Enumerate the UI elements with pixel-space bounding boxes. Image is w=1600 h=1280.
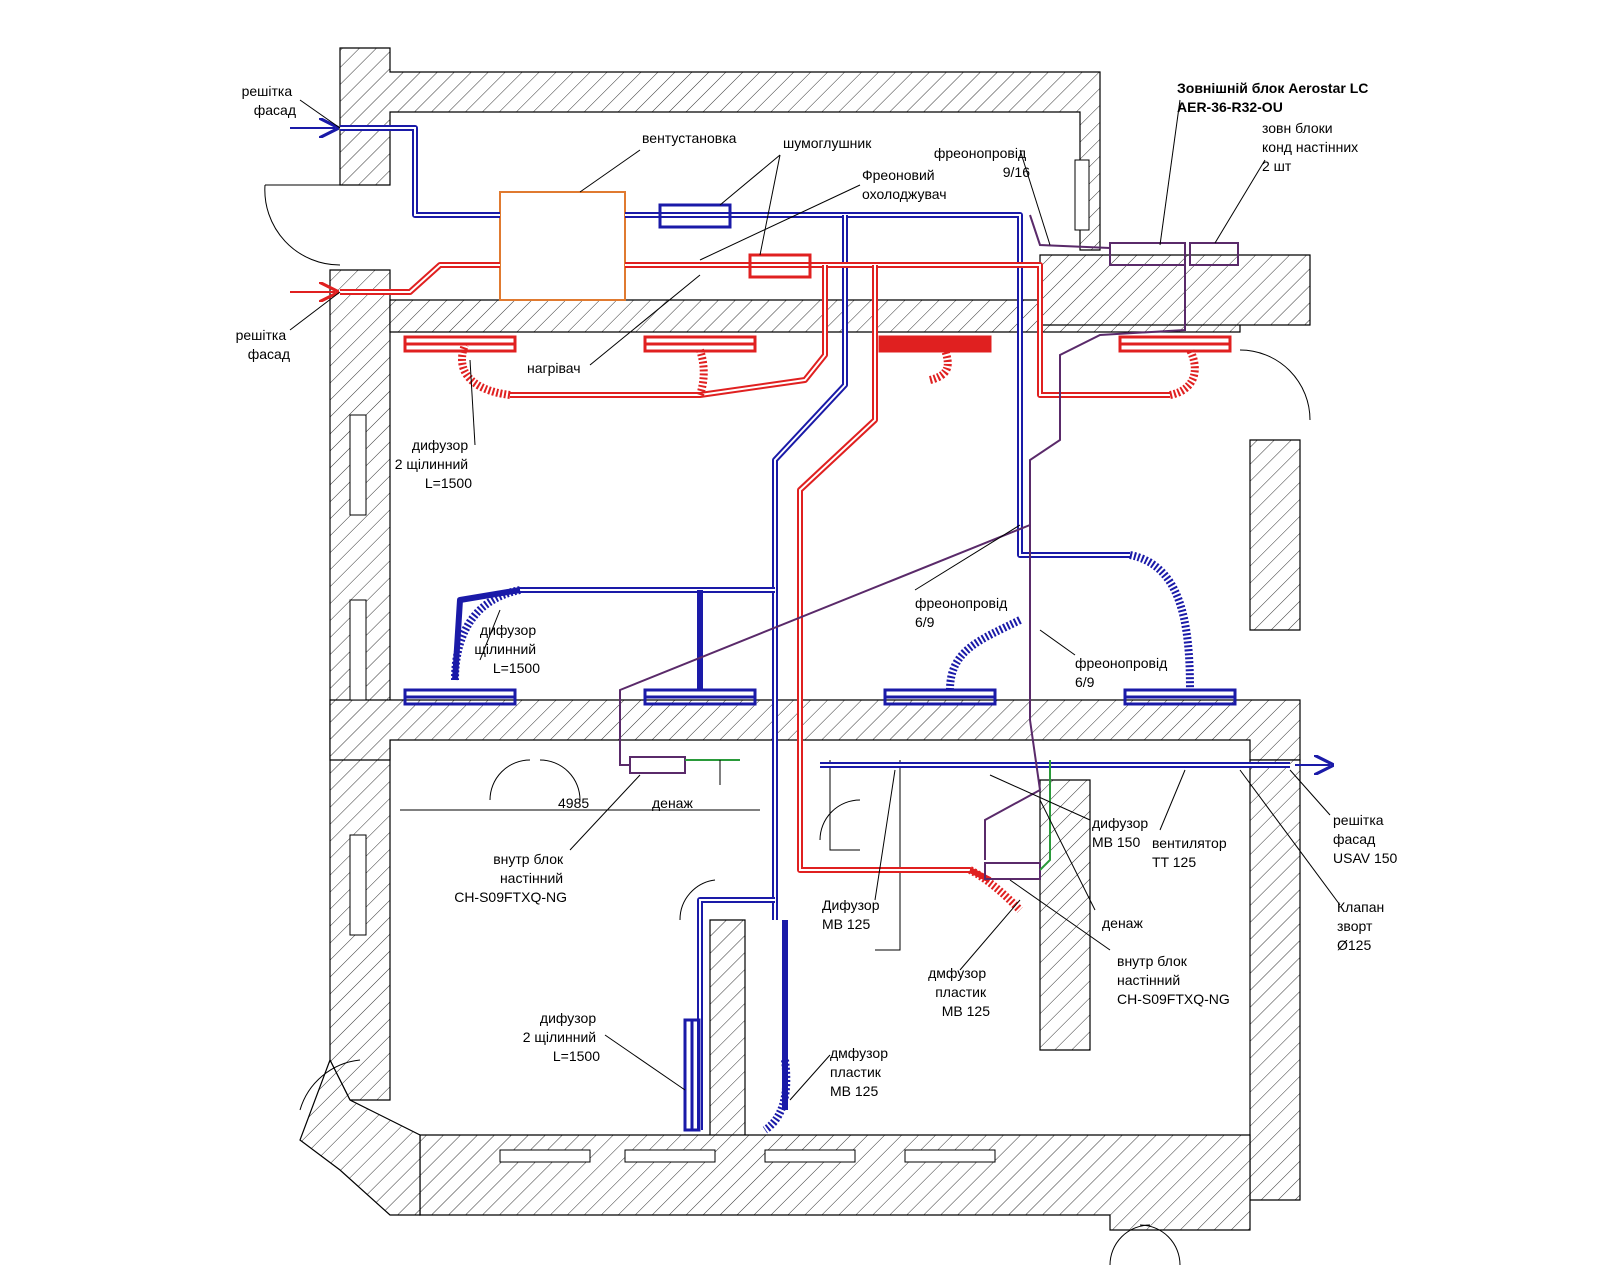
label-diffuser-bottom-left: дифузор 2 щілинний L=1500	[523, 1010, 601, 1064]
annotations: решітка фасад решітка фасад вентустановк…	[236, 80, 1398, 1099]
label-silencer: шумоглушник	[783, 135, 872, 151]
label-outdoor-units-wall: зовн блоки конд настінних 2 шт	[1262, 120, 1362, 174]
label-drain-2: денаж	[1102, 915, 1143, 931]
label-diffuser-mid-left: дифузор щілинний L=1500	[474, 622, 540, 676]
label-indoor-unit-2: внутр блок настінний CH-S09FTXQ-NG	[1117, 953, 1230, 1007]
label-vent-unit: вентустановка	[642, 130, 737, 146]
freon-lines	[619, 214, 1239, 880]
label-grille-left: решітка фасад	[236, 327, 290, 362]
label-freon-pipe-top: фреонопровід 9/16	[934, 145, 1030, 180]
windows	[349, 159, 1090, 1163]
label-check-valve: Клапан зворт Ø125	[1337, 899, 1388, 953]
label-fan: вентилятор TT 125	[1152, 835, 1231, 870]
label-grille-top: решітка фасад	[242, 83, 296, 118]
label-freon-cooler: Фреоновий охолоджувач	[862, 167, 947, 202]
doors	[264, 184, 1311, 1266]
label-diffuser-top-left: дифузор 2 щілинний L=1500	[395, 437, 473, 491]
supply-ducts	[290, 253, 1199, 913]
label-freon-pipe-mid1: фреонопровід 6/9	[915, 595, 1011, 630]
drain-lines	[685, 759, 1051, 871]
label-indoor-unit-1: внутр блок настінний CH-S09FTXQ-NG	[454, 851, 567, 905]
label-outdoor-unit: Зовнішній блок Aerostar LC AER-36-R32-OU	[1177, 80, 1372, 115]
label-diffuser-mb150: дифузор МВ 150	[1092, 815, 1152, 850]
label-diffuser-mb125-a: Дифузор МВ 125	[822, 897, 883, 932]
label-dim-4985: 4985	[558, 795, 589, 811]
exhaust-diffusers	[403, 688, 1237, 1132]
label-heater: нагрівач	[527, 360, 581, 376]
exhaust-ducts	[290, 128, 1330, 1134]
label-grille-right: решітка фасад USAV 150	[1333, 812, 1398, 866]
vent-unit-box	[499, 191, 626, 301]
label-diffuser-plastic-a: дмфузор пластик МВ 125	[928, 965, 990, 1019]
supply-diffusers	[403, 335, 1232, 353]
label-freon-pipe-mid2: фреонопровід 6/9	[1075, 655, 1171, 690]
walls	[299, 47, 1311, 1231]
label-diffuser-plastic-b: дмфузор пластик МВ 125	[830, 1045, 892, 1099]
label-drain-1: денаж	[652, 795, 693, 811]
leader-lines	[289, 99, 1341, 1101]
